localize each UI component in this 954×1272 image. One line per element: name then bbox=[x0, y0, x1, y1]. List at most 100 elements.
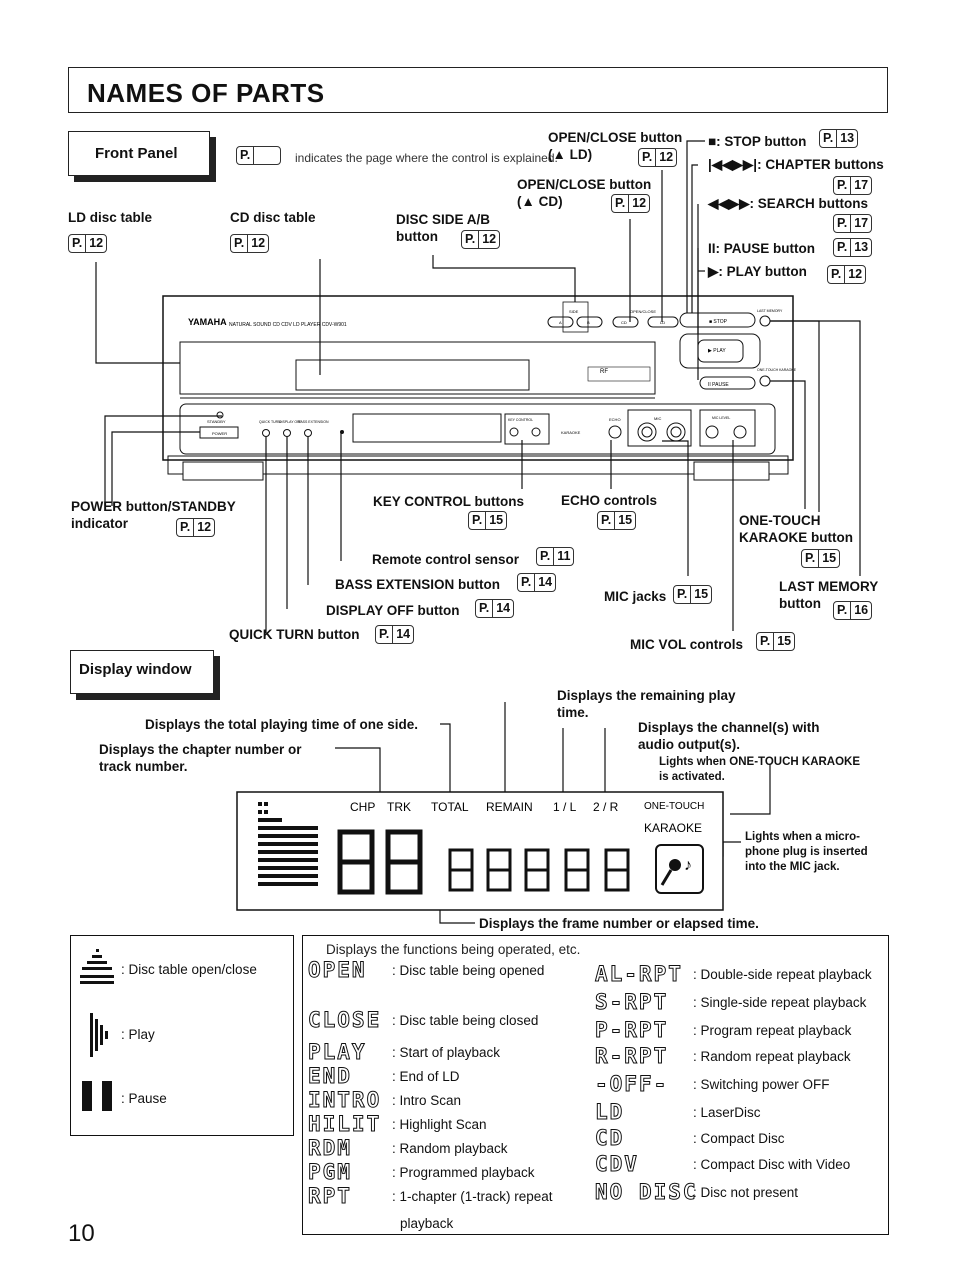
device-last-memory: LAST MEMORY bbox=[757, 309, 783, 313]
ref-echo: P.15 bbox=[597, 511, 637, 530]
legend-segment-code: OPEN bbox=[308, 958, 367, 983]
front-panel-diagram: YAMAHA NATURAL SOUND CD CDV LD PLAYER CD… bbox=[95, 140, 861, 633]
label-disc-side: DISC SIDE A/B bbox=[396, 212, 491, 227]
legend-segment-code: INTRO bbox=[307, 1088, 382, 1113]
legend-description: : End of LD bbox=[392, 1069, 460, 1084]
device-standby: STANDBY bbox=[207, 419, 226, 424]
label-mic-jacks: MIC jacks bbox=[604, 589, 667, 604]
legend-left-icons bbox=[80, 949, 114, 1111]
label-lights-karaoke: Lights when ONE-TOUCH KARAOKE bbox=[659, 756, 861, 768]
display-window-heading-box bbox=[70, 650, 214, 694]
ref-bass: P.14 bbox=[517, 573, 557, 592]
label-play: ▶: PLAY button bbox=[708, 264, 807, 279]
label-quick-turn: QUICK TURN button bbox=[229, 627, 360, 642]
legend-segment-code: AL-RPT bbox=[595, 962, 683, 987]
label-open-close-cd-2: (▲ CD) bbox=[517, 194, 563, 209]
label-lights-karaoke-2: is activated. bbox=[659, 771, 725, 783]
legend-description: : Compact Disc with Video bbox=[693, 1157, 851, 1172]
legend-segment-code: LD bbox=[594, 1100, 625, 1125]
lcd-karaoke: KARAOKE bbox=[644, 821, 702, 835]
ref-mic-vol: P.15 bbox=[756, 632, 796, 651]
legend-segment-code: P-RPT bbox=[594, 1018, 669, 1043]
legend-description: : Single-side repeat playback bbox=[693, 995, 867, 1010]
page-title: NAMES OF PARTS bbox=[87, 78, 325, 108]
label-chapter-track-2: track number. bbox=[99, 759, 188, 774]
lcd-one-touch: ONE-TOUCH bbox=[644, 801, 704, 812]
label-frame-number: Displays the frame number or elapsed tim… bbox=[479, 916, 759, 931]
page-ref-note: indicates the page where the control is … bbox=[295, 151, 558, 165]
lcd-chp: CHP bbox=[350, 800, 375, 814]
legend-segment-code: S-RPT bbox=[594, 990, 669, 1015]
legend-description: : Intro Scan bbox=[392, 1093, 462, 1108]
ref-open-cd: P.12 bbox=[611, 194, 651, 213]
ref-open-ld: P.12 bbox=[638, 148, 678, 167]
device-side-b: B bbox=[587, 320, 590, 325]
label-total-time: Displays the total playing time of one s… bbox=[145, 717, 419, 732]
device-pause: II PAUSE bbox=[708, 382, 729, 388]
lcd-2r: 2 / R bbox=[593, 800, 619, 814]
microphone-icon bbox=[669, 859, 681, 871]
ref-chapter: P.17 bbox=[833, 176, 873, 195]
legend-description: : Programmed playback bbox=[392, 1165, 535, 1180]
legend-description: : Highlight Scan bbox=[392, 1117, 487, 1132]
ref-display-off: P.14 bbox=[475, 599, 515, 618]
device-key-control: KEY CONTROL bbox=[508, 418, 533, 422]
legend-description: : Program repeat playback bbox=[693, 1023, 852, 1038]
label-lights-mic-2: phone plug is inserted bbox=[745, 846, 868, 858]
legend-description: : Disc table being closed bbox=[392, 1013, 539, 1028]
ref-mic-jacks: P.15 bbox=[673, 585, 713, 604]
legend-intro: Displays the functions being operated, e… bbox=[326, 942, 581, 957]
front-panel-heading-box bbox=[68, 131, 210, 176]
lcd-total: TOTAL bbox=[431, 800, 469, 814]
label-one-touch: ONE-TOUCH bbox=[739, 513, 821, 528]
label-remaining: Displays the remaining play bbox=[557, 688, 736, 703]
label-remaining-2: time. bbox=[557, 705, 589, 720]
label-remote-sensor: Remote control sensor bbox=[372, 552, 520, 567]
ref-ld: P.12 bbox=[68, 234, 108, 253]
ref-search: P.17 bbox=[833, 214, 873, 233]
device-bass-ext: BASS EXTENSION bbox=[298, 420, 329, 424]
legend-open-close: : Disc table open/close bbox=[121, 962, 257, 977]
legend-segment-code: CD bbox=[594, 1126, 625, 1151]
legend-description: : Random playback bbox=[392, 1141, 508, 1156]
label-open-close-cd: OPEN/CLOSE button bbox=[517, 177, 652, 192]
label-key-control: KEY CONTROL buttons bbox=[373, 494, 524, 509]
device-ld: LD bbox=[660, 320, 665, 325]
legend-left-box bbox=[70, 935, 294, 1136]
music-note-icon: ♪ bbox=[684, 857, 692, 874]
label-last-memory-2: button bbox=[779, 596, 821, 611]
ref-pause: P.13 bbox=[833, 238, 873, 257]
label-mic-vol: MIC VOL controls bbox=[630, 637, 744, 652]
ref-key: P.15 bbox=[468, 511, 508, 530]
disc-table-open-close-icon bbox=[80, 949, 114, 984]
device-mic-level: MIC LEVEL bbox=[712, 416, 730, 420]
device-play: ▶ PLAY bbox=[708, 348, 726, 354]
device-brand: YAMAHA bbox=[188, 317, 227, 327]
legend-segment-code: PLAY bbox=[308, 1040, 367, 1065]
label-chapter: |◀◀▶▶|: CHAPTER buttons bbox=[708, 157, 884, 172]
legend-segment-code: CLOSE bbox=[307, 1008, 382, 1033]
legend-segment-code: RPT bbox=[308, 1184, 352, 1209]
label-last-memory: LAST MEMORY bbox=[779, 579, 879, 594]
label-display-off: DISPLAY OFF button bbox=[326, 603, 460, 618]
legend-description: : Double-side repeat playback bbox=[693, 967, 872, 982]
legend-segment-code: HILIT bbox=[307, 1112, 382, 1137]
device-stop: ■ STOP bbox=[709, 319, 728, 325]
label-lights-mic-3: into the MIC jack. bbox=[745, 861, 840, 873]
device-echo: ECHO bbox=[609, 417, 621, 422]
ref-one-touch: P.15 bbox=[801, 549, 841, 568]
device-display-off: DISPLAY OFF bbox=[279, 420, 301, 424]
label-power-2: indicator bbox=[71, 516, 129, 531]
lcd-1l: 1 / L bbox=[553, 800, 577, 814]
label-lights-mic: Lights when a micro- bbox=[745, 831, 861, 843]
ref-quick-turn: P.14 bbox=[375, 625, 415, 644]
lcd-trk: TRK bbox=[387, 800, 411, 814]
ref-power: P.12 bbox=[176, 518, 216, 537]
device-rf: RF bbox=[600, 369, 608, 375]
legend-description: : Disc table being opened bbox=[392, 963, 545, 978]
ref-remote: P.11 bbox=[536, 547, 575, 566]
legend-description: : LaserDisc bbox=[693, 1105, 761, 1120]
label-ld-disc-table: LD disc table bbox=[68, 210, 153, 225]
page-number: 10 bbox=[68, 1220, 95, 1247]
ref-stop: P.13 bbox=[819, 129, 859, 148]
